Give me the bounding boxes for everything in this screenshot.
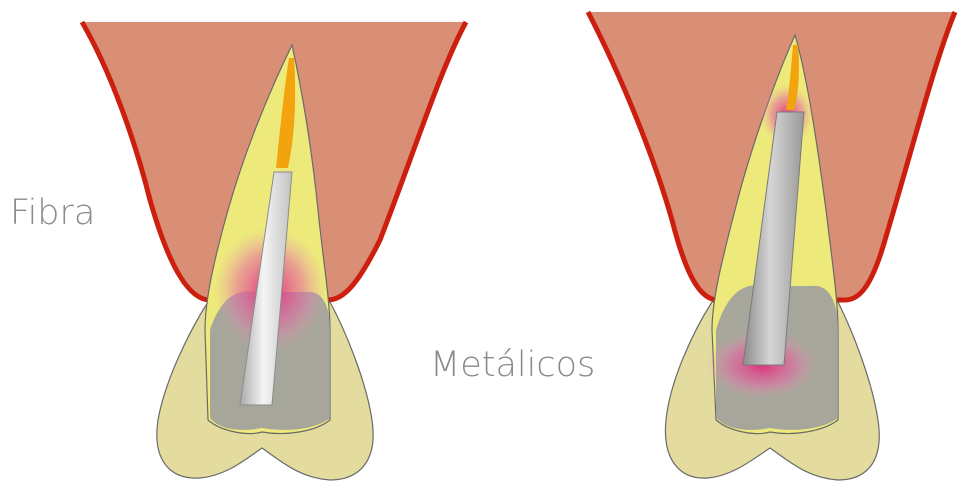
fiber-tooth [82,22,466,480]
metal-tooth [588,12,955,480]
fiber-label: Fibra [10,193,95,233]
metal-label: Metálicos [430,345,595,385]
